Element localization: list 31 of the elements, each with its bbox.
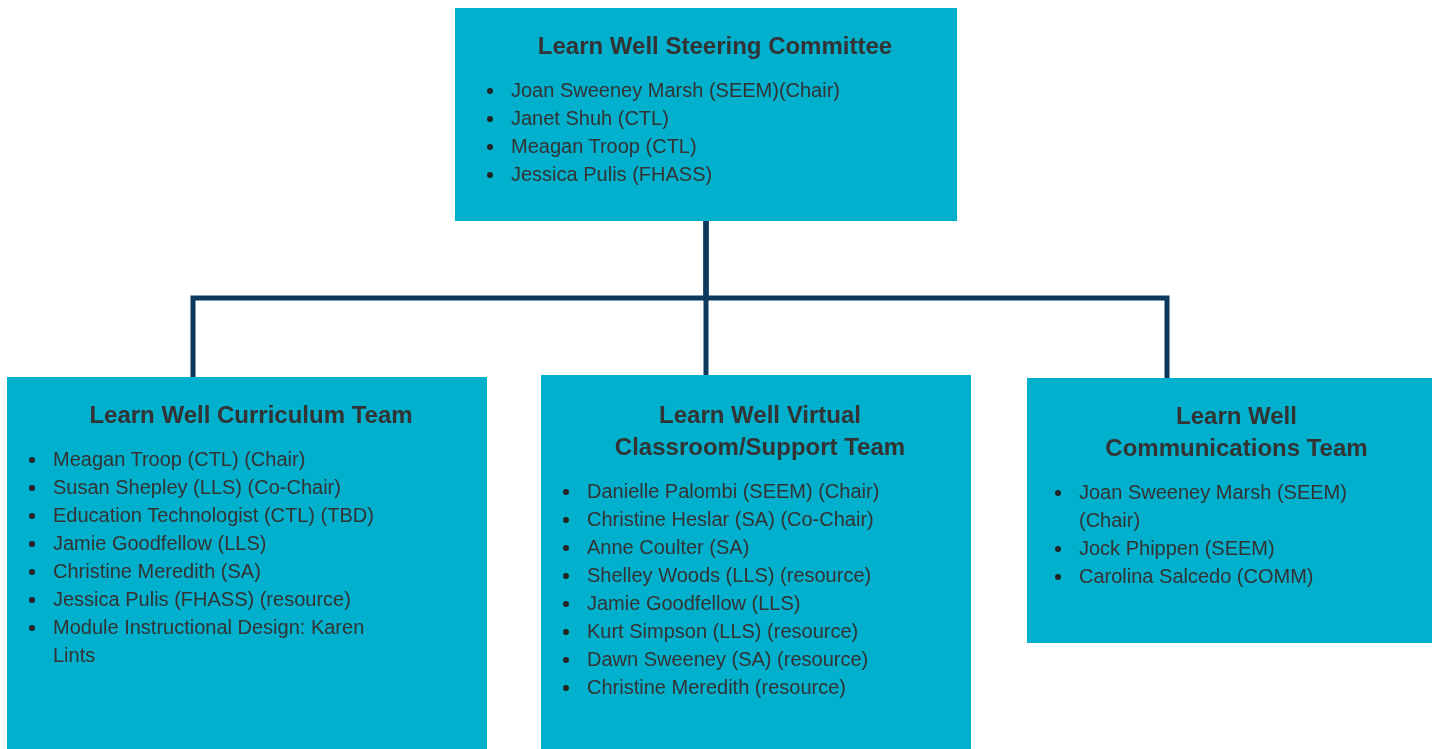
member-item: Jamie Goodfellow (LLS): [25, 529, 395, 557]
member-item: Carolina Salcedo (COMM): [1051, 562, 1412, 590]
member-item: Shelley Woods (LLS) (resource): [559, 561, 951, 589]
member-item: Christine Meredith (resource): [559, 673, 951, 701]
box-heading: Learn Well Virtual Classroom/Support Team: [613, 400, 907, 462]
member-item: Jessica Pulis (FHASS) (resource): [25, 585, 395, 613]
member-item: Christine Meredith (SA): [25, 557, 395, 585]
member-item: Susan Shepley (LLS) (Co-Chair): [25, 473, 395, 501]
member-item: Meagan Troop (CTL) (Chair): [25, 445, 395, 473]
member-item: Meagan Troop (CTL): [483, 132, 937, 160]
team-box: [541, 375, 971, 749]
member-item: Joan Sweeney Marsh (SEEM)(Chair): [483, 76, 937, 104]
team-box: [7, 377, 487, 749]
member-item: Christine Heslar (SA) (Co-Chair): [559, 505, 951, 533]
connector-line: [703, 221, 1170, 378]
box-heading: Learn Well Communications Team: [1104, 401, 1369, 463]
box-heading: Learn Well Curriculum Team: [89, 400, 413, 430]
member-item: Jessica Pulis (FHASS): [483, 160, 937, 188]
member-item: Dawn Sweeney (SA) (resource): [559, 645, 951, 673]
member-item: Module Instructional Design: Karen Lints: [25, 613, 395, 669]
member-item: Janet Shuh (CTL): [483, 104, 937, 132]
member-item: Jamie Goodfellow (LLS): [559, 589, 951, 617]
box-heading: Learn Well Steering Committee: [537, 31, 893, 61]
team-box: [455, 8, 957, 221]
member-item: Joan Sweeney Marsh (SEEM) (Chair): [1051, 478, 1412, 534]
team-box: [1027, 378, 1432, 643]
member-item: Kurt Simpson (LLS) (resource): [559, 617, 951, 645]
member-item: Danielle Palombi (SEEM) (Chair): [559, 477, 951, 505]
member-item: Anne Coulter (SA): [559, 533, 951, 561]
member-item: Jock Phippen (SEEM): [1051, 534, 1412, 562]
member-item: Education Technologist (CTL) (TBD): [25, 501, 395, 529]
